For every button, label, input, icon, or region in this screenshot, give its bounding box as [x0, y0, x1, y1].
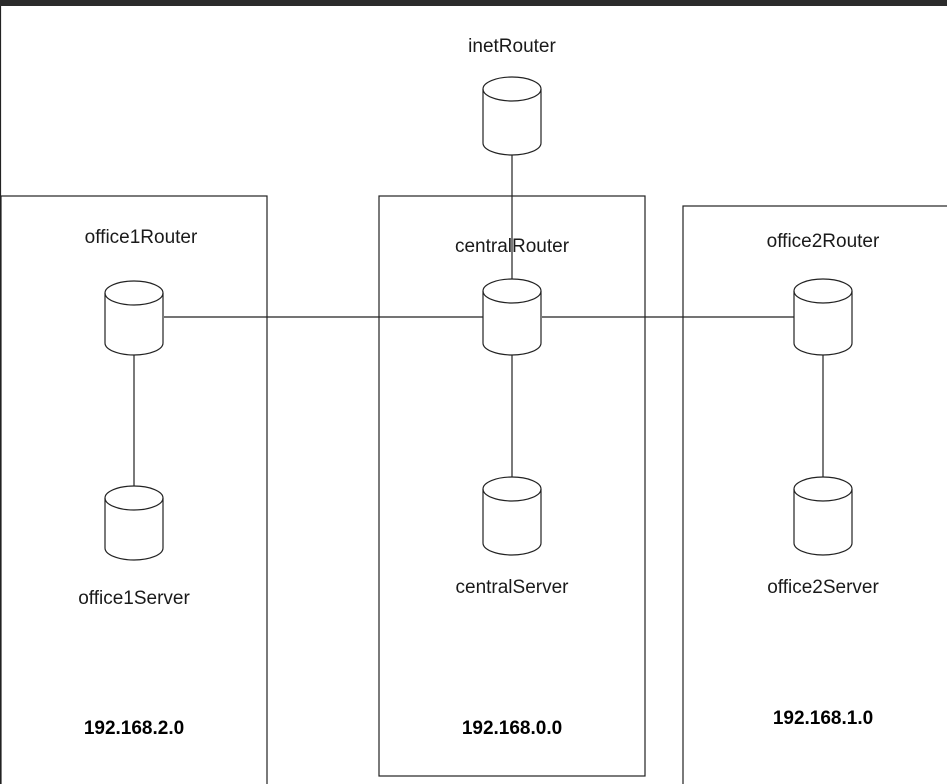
window-top-bar [0, 0, 947, 6]
office1Server-icon[interactable] [104, 485, 164, 561]
office1Server-label: office1Server [78, 588, 190, 609]
centralServer-icon[interactable] [482, 476, 542, 556]
inetRouter-label: inetRouter [468, 36, 556, 57]
central-network-address: 192.168.0.0 [462, 718, 562, 739]
office1-network-frame[interactable] [0, 195, 268, 784]
office1Router-icon[interactable] [104, 280, 164, 356]
centralServer-label: centralServer [456, 577, 570, 598]
office2-network-frame[interactable] [682, 205, 947, 784]
office2Router-label: office2Router [767, 231, 880, 252]
office2Server-icon[interactable] [793, 476, 853, 556]
inetRouter-icon[interactable] [482, 76, 542, 156]
centralRouter-label: centralRouter [455, 236, 570, 257]
office2Router-icon[interactable] [793, 278, 853, 356]
office2Server-label: office2Server [767, 577, 879, 598]
office1Router-label: office1Router [85, 227, 198, 248]
office2-network-address: 192.168.1.0 [773, 708, 873, 729]
office1-network-address: 192.168.2.0 [84, 718, 184, 739]
centralRouter-icon[interactable] [482, 278, 542, 356]
